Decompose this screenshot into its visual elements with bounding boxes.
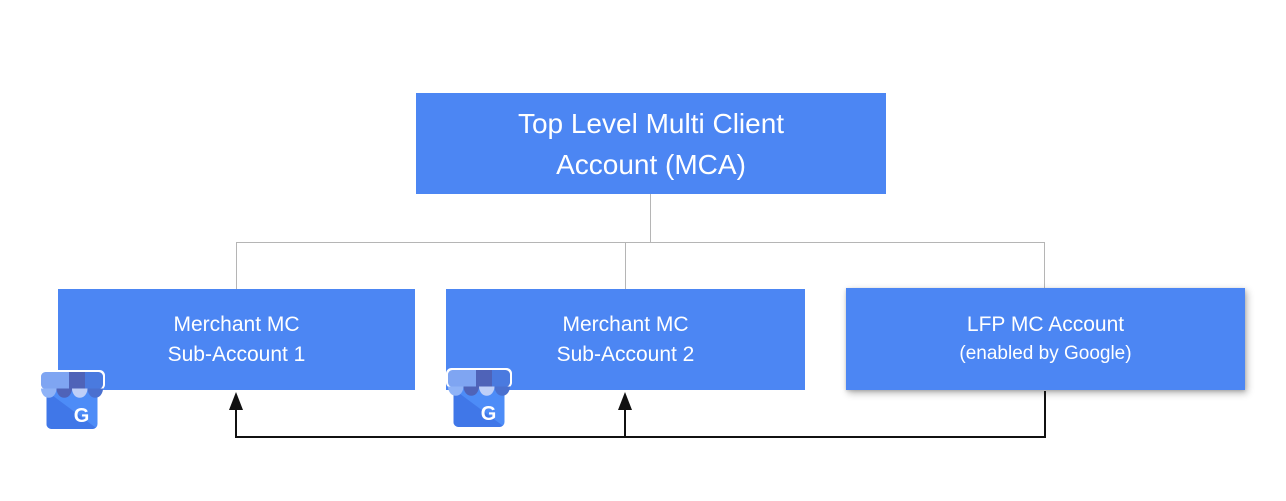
arrow-up-icon [229, 392, 243, 410]
merchant-sub-account-1-label-line2: Sub-Account 1 [167, 342, 306, 366]
top-level-mca-label-line2: Account (MCA) [556, 148, 746, 180]
lfp-feed-up-line-1 [235, 409, 237, 437]
tree-connector-stem [650, 194, 651, 242]
storefront-fold [46, 391, 98, 429]
awning-flap [463, 386, 479, 396]
awning-band [448, 370, 510, 387]
merchant-sub-account-2-label-line2: Sub-Account 2 [556, 342, 695, 366]
awning-flap [494, 386, 510, 396]
lfp-mc-account-box: LFP MC Account (enabled by Google) [846, 288, 1245, 390]
top-level-mca-label-line1: Top Level Multi Client [517, 107, 785, 139]
tree-connector-drop-1 [236, 242, 237, 289]
tree-connector-drop-2 [625, 242, 626, 289]
merchant-sub-account-1-box: Merchant MC Sub-Account 1 [58, 289, 415, 390]
google-my-business-icon: G [446, 368, 512, 429]
arrow-up-icon [618, 392, 632, 410]
tree-connector-drop-3 [1044, 242, 1045, 288]
lfp-feed-drop-line [1044, 391, 1046, 438]
awning-band [41, 372, 103, 389]
tree-connector-crossbar [236, 242, 1045, 243]
merchant-sub-account-2-label-line1: Merchant MC [562, 312, 689, 336]
google-my-business-icon: G [39, 370, 105, 431]
awning-flap [479, 386, 495, 396]
google-g-letter: G [481, 403, 497, 425]
awning-flap [41, 388, 57, 398]
awning-flap [87, 388, 103, 398]
lfp-feed-up-line-2 [624, 409, 626, 437]
lfp-mc-account-label-line2: (enabled by Google) [959, 343, 1132, 364]
merchant-sub-account-1-label-line1: Merchant MC [173, 312, 300, 336]
awning-flap [72, 388, 88, 398]
top-level-mca-box: Top Level Multi Client Account (MCA) [416, 93, 886, 194]
awning-flap [448, 386, 464, 396]
awning-flap [56, 388, 72, 398]
google-g-letter: G [74, 405, 90, 427]
storefront-fold [453, 389, 505, 427]
lfp-feed-horizontal-line [235, 436, 1046, 438]
lfp-mc-account-label-line1: LFP MC Account [966, 313, 1125, 336]
